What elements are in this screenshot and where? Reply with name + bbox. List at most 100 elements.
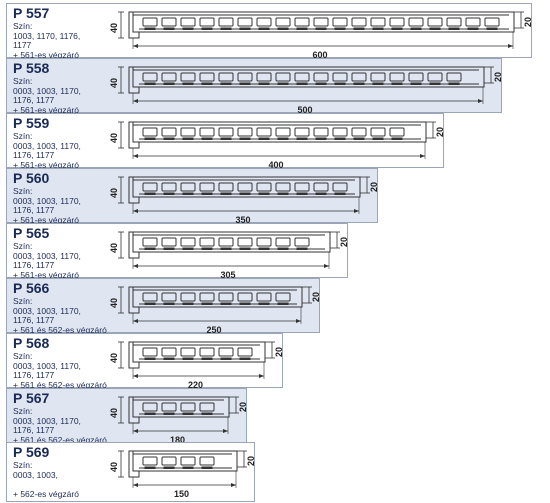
color-options: Szín:0003, 1003, 1170,1176, 1177+ 561 és… xyxy=(13,351,121,390)
end-height-label: 20 xyxy=(369,182,379,192)
profile-drawing: 40 20 350 xyxy=(109,176,379,225)
color-line: 0003, 1003, 1170, xyxy=(13,140,81,151)
color-line: Szín: xyxy=(13,241,33,251)
color-line: + 561 és 562-es végzáró xyxy=(13,379,107,390)
color-line: Szín: xyxy=(13,296,33,306)
color-line: 0003, 1003, xyxy=(13,469,58,480)
width-label: 350 xyxy=(235,215,250,225)
width-label: 400 xyxy=(268,160,283,170)
profile-drawing: 40 20 220 xyxy=(109,341,284,390)
profile-outline xyxy=(128,176,361,204)
profile-outline xyxy=(128,286,303,314)
width-label: 500 xyxy=(297,105,312,115)
end-height-label: 20 xyxy=(246,456,256,466)
color-line: + 561-es végzáró xyxy=(13,49,79,60)
color-line: 1176, 1177 xyxy=(13,95,55,106)
profile-drawing: 40 20 305 xyxy=(109,231,349,280)
color-options: Szín:0003, 1003, 1170,1176, 1177+ 561-es… xyxy=(13,241,121,280)
color-line: + 562-es végzáró xyxy=(13,488,79,499)
color-line: 1176, 1177 xyxy=(13,150,55,161)
height-label: 40 xyxy=(109,462,119,472)
color-options: Szín:0003, 1003, 1170,1176, 1177+ 561-es… xyxy=(13,131,121,170)
end-height-label: 20 xyxy=(493,72,503,82)
color-line: 0003, 1003, 1170, xyxy=(13,305,81,316)
color-line: 0003, 1003, 1170, xyxy=(13,415,81,426)
width-label: 600 xyxy=(312,50,327,60)
color-line: + 561 és 562-es végzáró xyxy=(13,434,107,445)
color-line: 1176, 1177 xyxy=(13,315,55,326)
profile-outline xyxy=(128,11,515,39)
product-code: P 559 xyxy=(13,115,50,131)
profile-outline xyxy=(128,231,331,259)
color-line: Szín: xyxy=(13,351,33,361)
color-line: 1176, 1177 xyxy=(13,425,55,436)
color-line: Szín: xyxy=(13,21,33,31)
end-height-label: 20 xyxy=(339,237,349,247)
width-label: 150 xyxy=(174,489,189,499)
color-line: 0003, 1003, 1170, xyxy=(13,360,81,371)
profile-drawing: 40 20 600 xyxy=(109,11,533,60)
color-line: 1176, 1177 xyxy=(13,205,55,216)
end-height-label: 20 xyxy=(435,127,445,137)
end-height-label: 20 xyxy=(274,347,284,357)
product-code: P 568 xyxy=(13,335,50,351)
product-code: P 565 xyxy=(13,225,50,241)
profile-outline xyxy=(128,450,238,478)
color-line: + 561-es végzáró xyxy=(13,104,79,115)
profile-drawing: 40 20 400 xyxy=(109,121,445,170)
product-code: P 557 xyxy=(13,5,50,21)
color-line: 0003, 1003, 1170, xyxy=(13,195,81,206)
color-line: 0003, 1003, 1170, xyxy=(13,85,81,96)
color-line: 1003, 1170, 1176, xyxy=(13,30,81,41)
profile-outline xyxy=(128,341,266,369)
width-label: 250 xyxy=(206,325,221,335)
color-line: Szín: xyxy=(13,131,33,141)
product-code: P 567 xyxy=(13,390,50,406)
color-line: + 561 és 562-es végzáró xyxy=(13,324,107,335)
end-height-label: 20 xyxy=(238,402,248,412)
color-line: 1176, 1177 xyxy=(13,370,55,381)
product-code: P 560 xyxy=(13,170,50,186)
product-code: P 566 xyxy=(13,280,50,296)
color-line: Szín: xyxy=(13,76,33,86)
product-code: P 569 xyxy=(13,444,50,460)
height-label: 40 xyxy=(109,353,119,363)
profile-drawing: 40 20 150 xyxy=(109,450,256,499)
color-line: + 561-es végzáró xyxy=(13,214,79,225)
width-label: 180 xyxy=(170,435,185,445)
color-line: 0003, 1003, 1170, xyxy=(13,250,81,261)
end-height-label: 20 xyxy=(523,17,533,27)
product-code: P 558 xyxy=(13,60,50,76)
color-line: Szín: xyxy=(13,186,33,196)
width-label: 305 xyxy=(220,270,235,280)
color-options: Szín:0003, 1003, + 562-es végzáró xyxy=(13,460,121,499)
height-label: 40 xyxy=(109,243,119,253)
height-label: 40 xyxy=(109,23,119,33)
height-label: 40 xyxy=(109,298,119,308)
height-label: 40 xyxy=(109,408,119,418)
color-options: Szín:0003, 1003, 1170,1176, 1177+ 561-es… xyxy=(13,186,121,225)
profile-drawing: 40 20 500 xyxy=(109,66,503,115)
profile-outline xyxy=(128,66,485,94)
profile-outline xyxy=(128,121,427,149)
height-label: 40 xyxy=(109,133,119,143)
color-options: Szín:1003, 1170, 1176,1177+ 561-es végzá… xyxy=(13,21,121,60)
width-label: 220 xyxy=(188,380,203,390)
color-line: + 561-es végzáró xyxy=(13,159,79,170)
profile-drawing: 40 20 250 xyxy=(109,286,321,335)
color-line: 1176, 1177 xyxy=(13,260,55,271)
end-height-label: 20 xyxy=(311,292,321,302)
color-line: Szín: xyxy=(13,460,33,470)
height-label: 40 xyxy=(109,78,119,88)
height-label: 40 xyxy=(109,188,119,198)
profile-drawing: 40 20 180 xyxy=(109,396,248,445)
